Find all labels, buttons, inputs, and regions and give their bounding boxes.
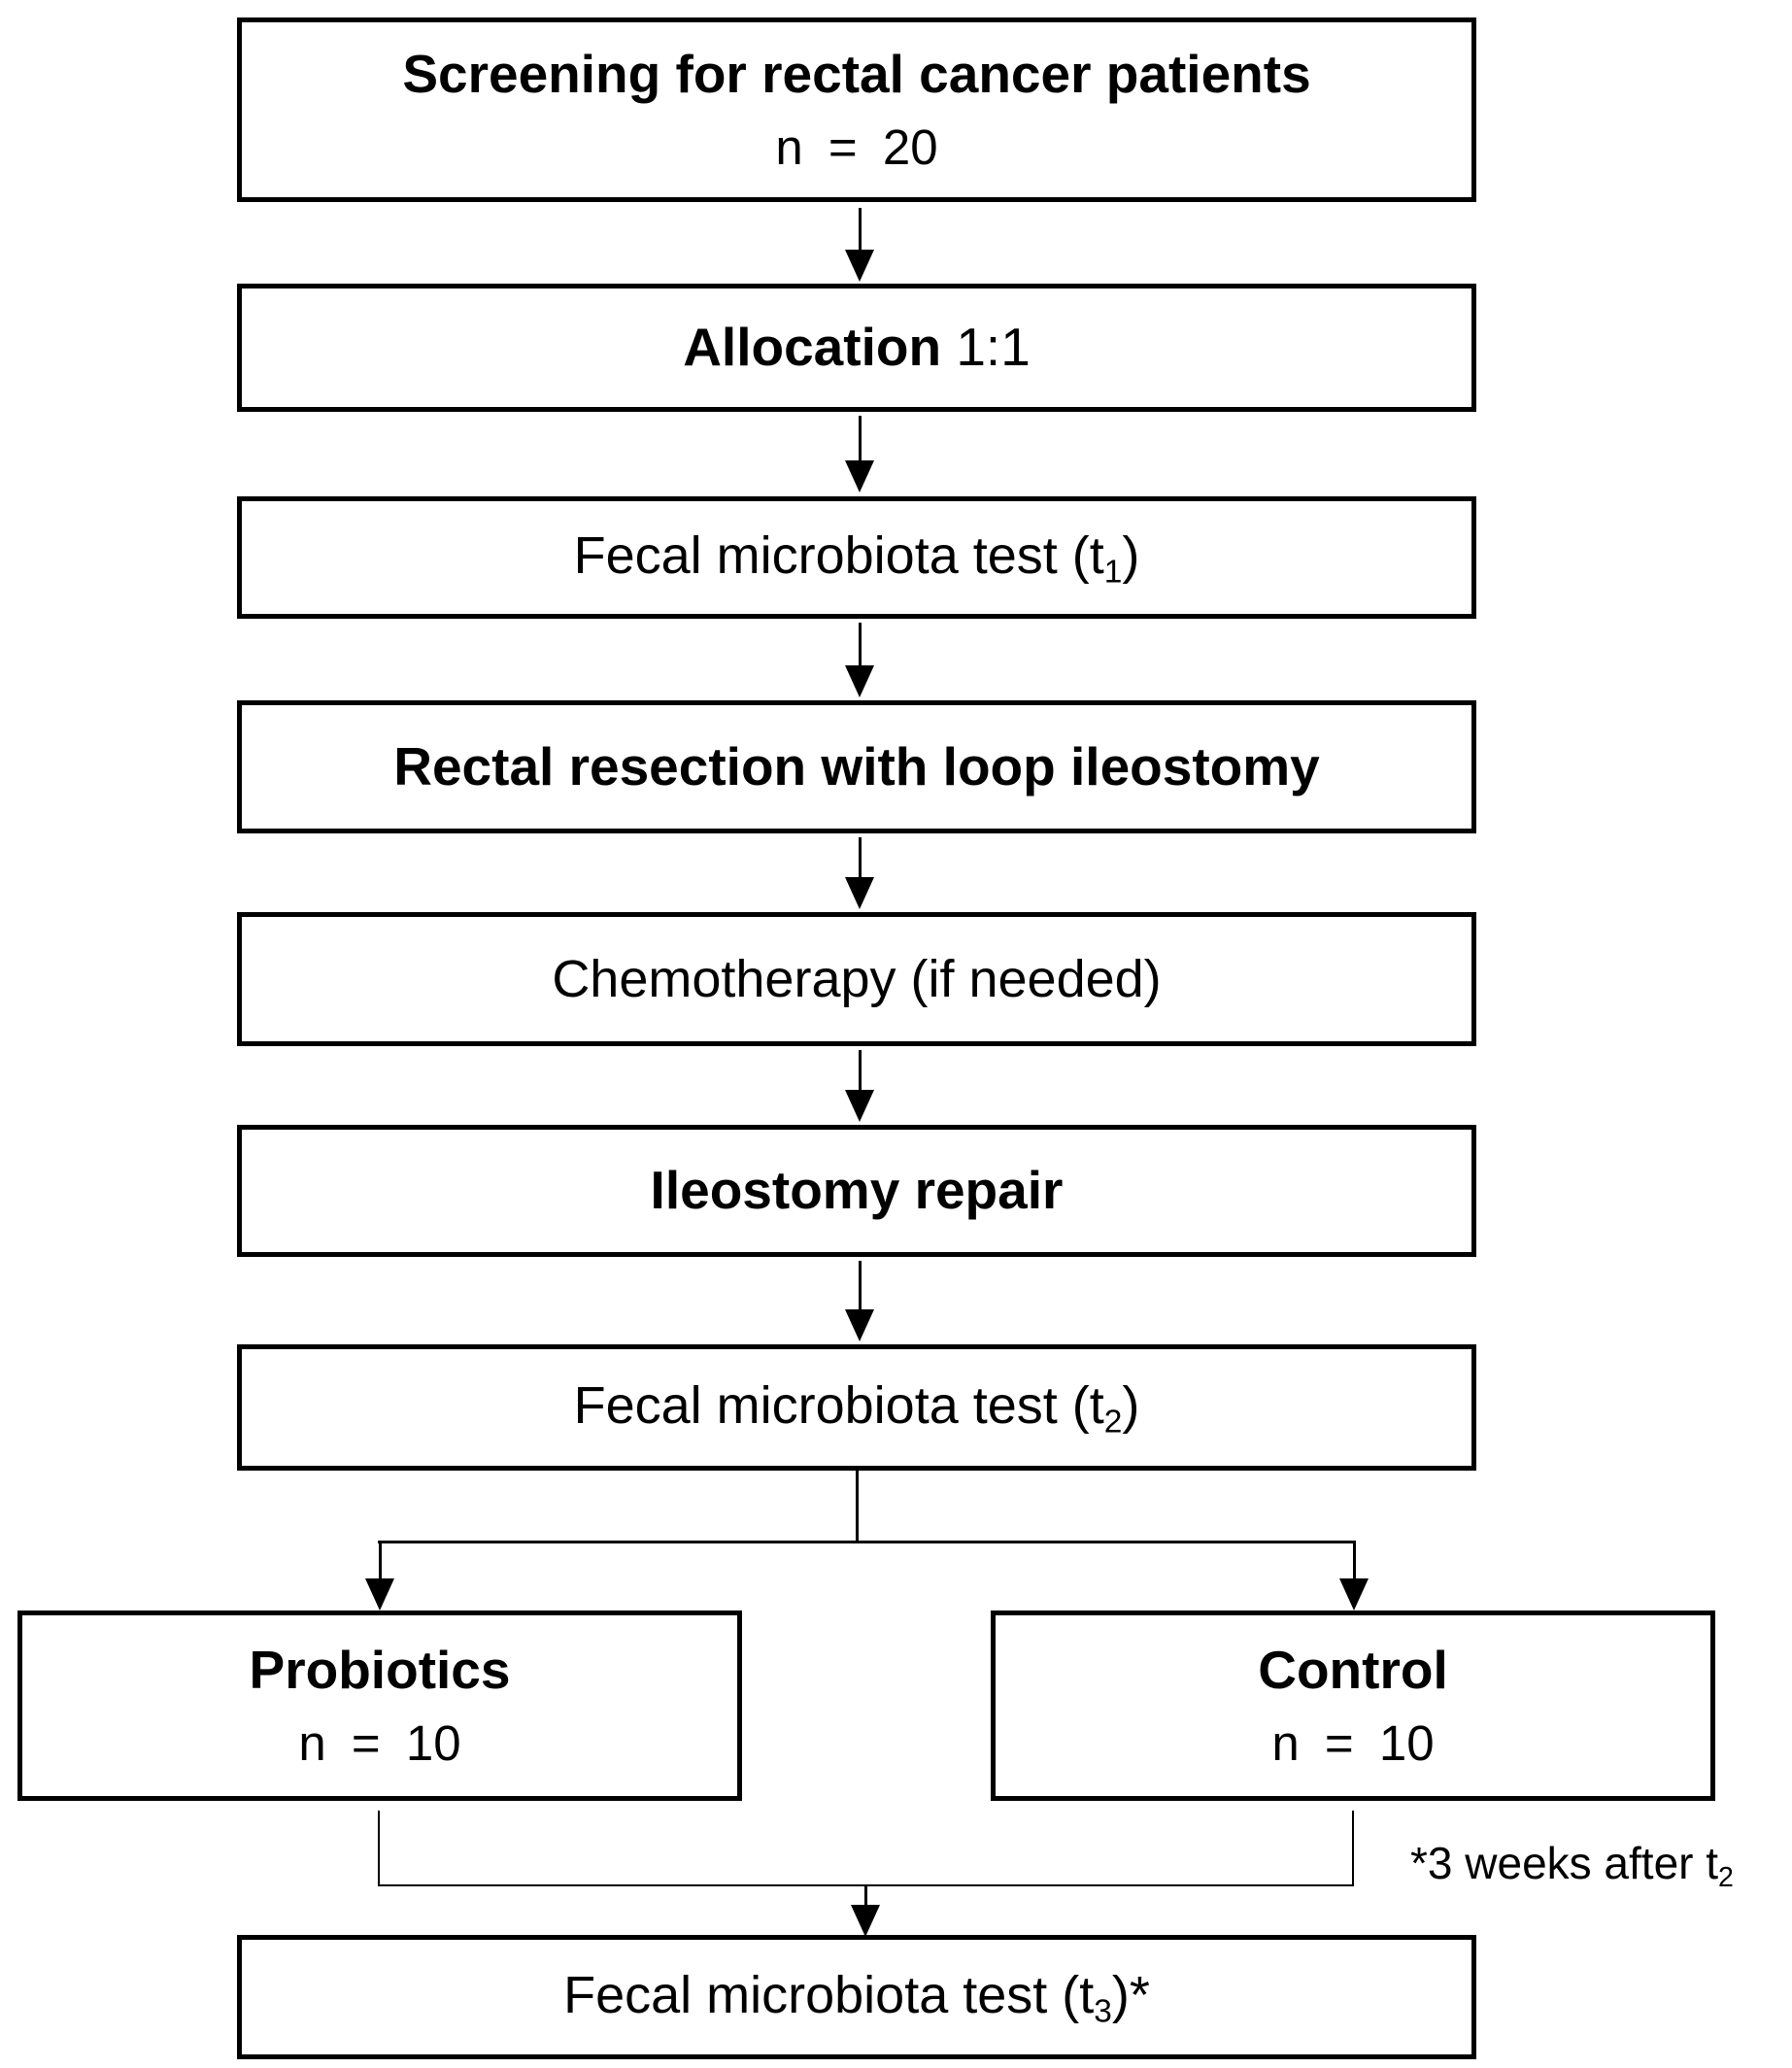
box-resection: Rectal resection with loop ileostomy (237, 700, 1476, 833)
fecal-test-1-label: Fecal microbiota test (t1) (574, 522, 1140, 593)
fecal-test-3-label: Fecal microbiota test (t3)* (563, 1961, 1150, 2033)
box-probiotics: Probiotics n = 10 (17, 1610, 742, 1801)
arrowhead-down-icon (845, 665, 874, 697)
box-chemotherapy: Chemotherapy (if needed) (237, 912, 1476, 1046)
box-fecal-test-3: Fecal microbiota test (t3)* (237, 1935, 1476, 2059)
arrow-test1-to-resection (845, 623, 874, 697)
arrow-shaft (858, 837, 862, 877)
footnote: *3 weeks after t2 (1410, 1839, 1789, 1893)
arrowhead-down-icon (845, 250, 874, 282)
fecal-test-1-pre: Fecal microbiota test (t (573, 526, 1104, 586)
footnote-pre: *3 weeks after t (1410, 1838, 1719, 1888)
arrow-shaft (1352, 1543, 1356, 1578)
arrow-shaft (858, 623, 862, 665)
fecal-test-1-post: ) (1122, 526, 1140, 586)
fecal-test-2-label: Fecal microbiota test (t2) (574, 1372, 1140, 1443)
chemotherapy-label: Chemotherapy (if needed) (552, 949, 1162, 1008)
arrowhead-down-icon (365, 1578, 394, 1610)
arrowhead-down-icon (851, 1905, 880, 1937)
arrowhead-down-icon (845, 1309, 874, 1341)
box-ileostomy-repair: Ileostomy repair (237, 1125, 1476, 1257)
footnote-sub: 2 (1718, 1861, 1734, 1893)
arrow-branch-to-probiotics (365, 1543, 394, 1610)
arrow-merge-to-test3 (851, 1886, 880, 1937)
screening-count: n = 20 (775, 119, 938, 175)
merge-stub-right (1352, 1811, 1354, 1886)
arrowhead-down-icon (845, 460, 874, 492)
box-control: Control n = 10 (991, 1610, 1715, 1801)
arrow-repair-to-test2 (845, 1261, 874, 1341)
fecal-test-2-pre: Fecal microbiota test (t (573, 1376, 1104, 1436)
allocation-label: Allocation 1:1 (683, 313, 1031, 383)
arrowhead-down-icon (845, 877, 874, 909)
merge-stub-left (378, 1811, 380, 1886)
ileostomy-repair-label: Ileostomy repair (650, 1160, 1064, 1221)
arrow-shaft (858, 416, 862, 460)
fecal-test-3-pre: Fecal microbiota test (t (563, 1966, 1095, 2025)
arrowhead-down-icon (845, 1090, 874, 1122)
probiotics-title: Probiotics (249, 1640, 511, 1701)
arrow-shaft (863, 1886, 867, 1905)
arrow-chemo-to-repair (845, 1050, 874, 1122)
fecal-test-2-post: ) (1122, 1376, 1140, 1436)
resection-label: Rectal resection with loop ileostomy (393, 735, 1320, 797)
screening-title: Screening for rectal cancer patients (402, 44, 1311, 105)
probiotics-count: n = 10 (298, 1714, 461, 1771)
allocation-bold: Allocation (683, 317, 942, 378)
arrow-shaft (858, 208, 862, 250)
arrow-shaft (858, 1050, 862, 1090)
merge-horizontal-line (378, 1884, 1354, 1886)
control-count: n = 10 (1271, 1714, 1435, 1771)
arrow-branch-to-control (1339, 1543, 1369, 1610)
arrow-shaft (858, 1261, 862, 1309)
branch-stub-line (856, 1471, 859, 1543)
box-fecal-test-2: Fecal microbiota test (t2) (237, 1344, 1476, 1471)
arrowhead-down-icon (1339, 1578, 1369, 1610)
fecal-test-3-sub: 3 (1094, 1993, 1112, 2030)
arrow-allocation-to-test1 (845, 416, 874, 492)
fecal-test-3-post: )* (1111, 1966, 1150, 2025)
box-allocation: Allocation 1:1 (237, 284, 1476, 412)
box-fecal-test-1: Fecal microbiota test (t1) (237, 496, 1476, 619)
fecal-test-2-sub: 2 (1103, 1404, 1123, 1441)
arrow-resection-to-chemo (845, 837, 874, 909)
branch-horizontal-line (378, 1541, 1356, 1543)
arrow-screening-to-allocation (845, 208, 874, 282)
fecal-test-1-sub: 1 (1103, 554, 1123, 591)
box-screening: Screening for rectal cancer patients n =… (237, 17, 1476, 202)
arrow-shaft (378, 1543, 382, 1578)
control-title: Control (1258, 1640, 1448, 1701)
allocation-ratio: 1:1 (956, 317, 1031, 378)
